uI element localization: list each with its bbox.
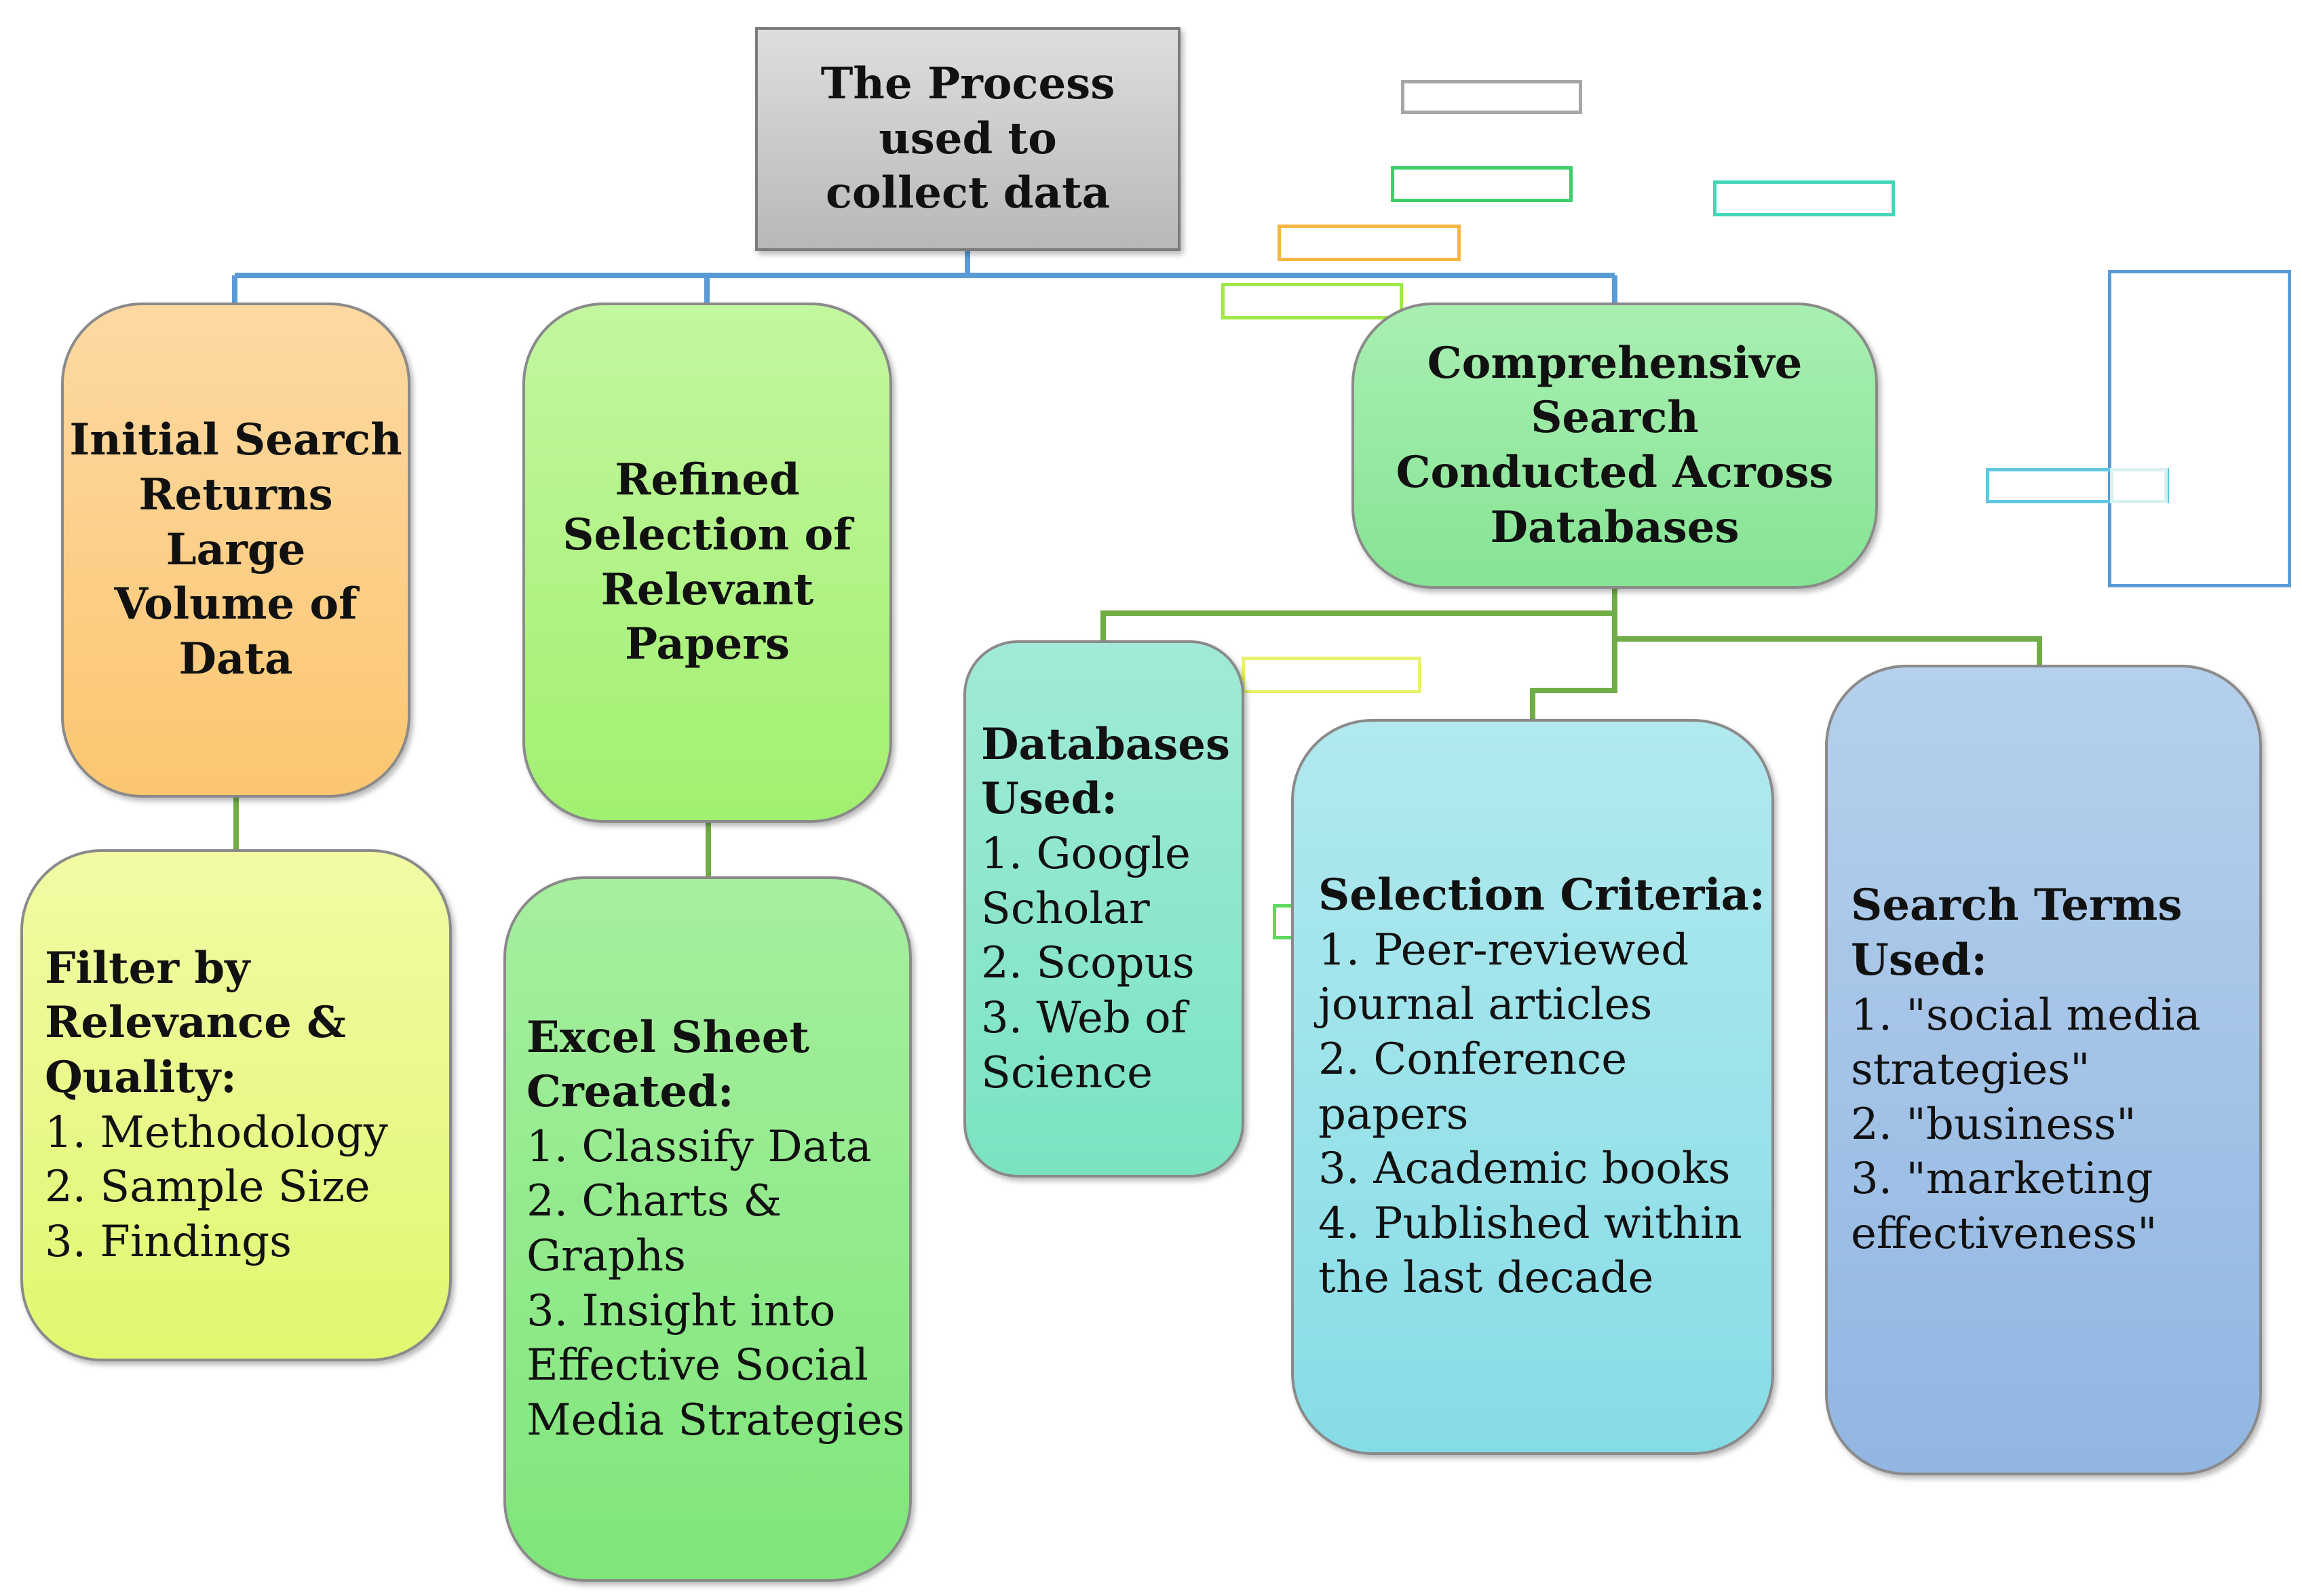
- node-heading-line: Search Terms: [1851, 880, 2183, 931]
- node-text-line: Conducted Across: [1396, 447, 1834, 498]
- node-heading-line: Excel Sheet: [526, 1011, 809, 1063]
- list-item: effectiveness": [1851, 1209, 2157, 1260]
- empty-placeholder-box: [1221, 283, 1403, 319]
- node-heading-line: Relevance &: [45, 997, 346, 1049]
- list-item: 1. Classify Data: [526, 1121, 872, 1172]
- empty-placeholder-box: [1713, 180, 1895, 216]
- root-title-line-1: The Process used to: [820, 58, 1115, 164]
- node-heading-line: Selection Criteria:: [1318, 870, 1765, 920]
- list-item: 3. Findings: [45, 1216, 292, 1267]
- empty-placeholder-box: [2110, 468, 2168, 503]
- databases-used-node: Databases Used: 1. Google Scholar 2. Sco…: [963, 640, 1244, 1177]
- empty-placeholder-box: [1401, 80, 1582, 114]
- node-heading-line: Filter by: [45, 942, 250, 994]
- root-process-box: The Process used to collect data: [755, 27, 1181, 251]
- filter-relevance-node: Filter by Relevance & Quality: 1. Method…: [20, 849, 452, 1361]
- node-heading-line: Databases: [981, 718, 1230, 770]
- list-item: 2. Charts &: [526, 1176, 782, 1227]
- root-title-line-2: collect data: [825, 168, 1111, 219]
- comp-to-databases-line: [1100, 610, 1615, 640]
- empty-placeholder-box: [1278, 225, 1461, 261]
- selection-criteria-node: Selection Criteria: 1. Peer-reviewed jou…: [1291, 719, 1774, 1455]
- node-text-line: Volume of: [114, 579, 358, 630]
- list-item: 3. Academic books: [1318, 1144, 1731, 1194]
- list-item: journal articles: [1318, 979, 1653, 1030]
- node-text-line: Comprehensive Search: [1427, 337, 1803, 444]
- list-item: Graphs: [526, 1231, 686, 1281]
- node-text-line: Refined: [615, 454, 800, 506]
- node-text-line: Relevant: [600, 564, 814, 615]
- list-item: 1. "social media: [1851, 990, 2201, 1040]
- list-item: Scholar: [981, 883, 1150, 934]
- list-item: the last decade: [1318, 1253, 1654, 1304]
- comp-to-selection-line: [1530, 639, 1617, 719]
- list-item: strategies": [1851, 1045, 2090, 1095]
- list-item: 4. Published within: [1318, 1198, 1742, 1249]
- node-text-line: Initial Search: [69, 414, 402, 466]
- initial-search-node: Initial Search Returns Large Volume of D…: [61, 303, 410, 798]
- list-item: 1. Methodology: [45, 1107, 388, 1158]
- node-heading-line: Used:: [981, 773, 1117, 825]
- empty-placeholder-box: [1242, 657, 1421, 693]
- list-item: 3. Insight into: [526, 1285, 836, 1336]
- list-item: 2. "business": [1851, 1099, 2136, 1150]
- node-text-line: Databases: [1490, 501, 1740, 553]
- empty-placeholder-box: [2108, 270, 2291, 587]
- list-item: Science: [981, 1047, 1153, 1098]
- list-item: 2. Scopus: [981, 938, 1195, 989]
- node-text-line: Selection of: [562, 509, 852, 560]
- list-item: 1. Google: [981, 829, 1191, 880]
- list-item: 1. Peer-reviewed: [1318, 924, 1689, 975]
- list-item: 3. "marketing: [1851, 1154, 2153, 1205]
- list-item: 2. Conference papers: [1318, 1034, 1628, 1140]
- refined-selection-node: Refined Selection of Relevant Papers: [522, 303, 892, 823]
- node-heading-line: Used:: [1851, 934, 1987, 986]
- comprehensive-search-node: Comprehensive Search Conducted Across Da…: [1351, 303, 1878, 589]
- excel-sheet-node: Excel Sheet Created: 1. Classify Data 2.…: [503, 876, 912, 1582]
- list-item: 3. Web of: [981, 992, 1187, 1043]
- comp-to-terms-line: [1615, 636, 2042, 665]
- list-item: 2. Sample Size: [45, 1162, 370, 1213]
- list-item: Media Strategies: [526, 1395, 905, 1445]
- node-text-line: Returns Large: [138, 469, 333, 575]
- node-text-line: Data: [178, 633, 293, 684]
- node-heading-line: Quality:: [45, 1051, 237, 1103]
- list-item: Effective Social: [526, 1340, 868, 1391]
- node-text-line: Papers: [624, 619, 790, 670]
- search-terms-node: Search Terms Used: 1. "social media stra…: [1825, 665, 2262, 1475]
- node-heading-line: Created:: [526, 1066, 734, 1118]
- empty-placeholder-box: [1391, 166, 1573, 202]
